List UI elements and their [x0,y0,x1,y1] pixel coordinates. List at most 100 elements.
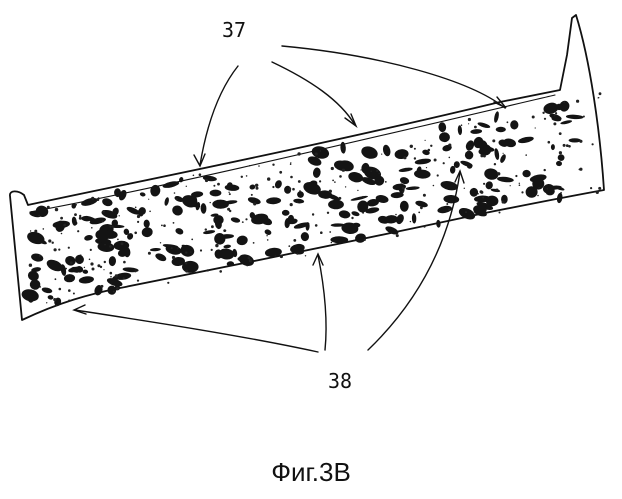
particle-blob [30,252,44,262]
particle-speck [334,181,336,183]
particle-blob [266,197,281,205]
particle-speck [470,146,471,147]
particle-speck [329,231,331,233]
particle-speck [327,212,329,214]
particle-blob [347,171,364,184]
particle-speck [134,232,137,235]
particle-speck [185,270,188,273]
particle-speck [167,282,169,284]
particle-speck [110,226,112,228]
particle-speck [315,224,318,227]
particle-speck [430,145,432,147]
particle-speck [161,225,163,227]
particle-speck [211,249,213,251]
particle-speck [402,187,405,190]
reference-label-38: 38 [328,369,352,393]
particle-speck [123,277,125,279]
particle-speck [205,228,207,230]
particle-speck [163,224,166,227]
particle-speck [480,154,483,157]
particle-speck [579,169,581,171]
particle-blob [354,232,367,243]
particle-blob [213,232,226,245]
particle-speck [480,191,483,194]
particle-speck [39,255,41,257]
particle-blob [406,186,420,191]
particle-speck [193,175,195,177]
particle-speck [256,187,259,190]
particle-blob [398,167,413,173]
particle-speck [115,274,118,277]
particle-speck [91,227,93,229]
particle-blob [41,287,53,294]
particle-speck [91,197,94,200]
particle-speck [61,233,63,235]
particle-blob [477,121,491,129]
particle-speck [77,230,79,232]
particle-blob [412,213,417,224]
particle-speck [207,269,209,271]
particle-speck [110,272,113,275]
particle-blob [351,210,360,217]
leader-37-a [200,66,238,165]
particle-speck [149,211,151,213]
particle-blob [569,138,581,142]
particle-blob [300,232,309,242]
particle-speck [351,217,353,219]
particle-speck [371,171,372,172]
particle-speck [494,163,496,165]
particle-speck [247,265,248,266]
particle-speck [378,173,379,174]
particle-blob [162,180,180,189]
particle-speck [113,291,115,293]
particle-speck [134,270,136,272]
particle-speck [90,249,92,251]
particle-blob [439,132,450,142]
particle-speck [544,118,546,120]
particle-blob [437,205,453,215]
particle-blob [469,187,479,197]
particle-blob [338,210,351,220]
particle-speck [160,242,161,243]
particle-speck [272,186,274,188]
particle-blob [29,278,42,290]
particle-speck [478,193,479,194]
particle-blob [84,234,94,241]
particle-speck [376,170,378,172]
particle-speck [68,247,70,249]
particle-speck [566,144,569,147]
particle-blob [464,150,475,161]
particle-speck [381,154,382,155]
particle-speck [90,262,93,265]
particle-blob [517,135,534,144]
particle-speck [360,169,361,170]
particle-speck [339,175,342,178]
particle-speck [457,161,459,163]
particle-speck [559,132,562,135]
particle-speck [255,184,258,187]
particle-speck [563,101,565,103]
particle-speck [267,177,270,180]
particle-speck [123,261,126,264]
particle-speck [467,151,469,153]
particle-speck [414,157,416,159]
particle-speck [272,164,274,166]
particle-speck [448,144,451,147]
particle-speck [537,195,539,197]
particle-speck [320,231,323,234]
particle-speck [414,148,416,150]
particle-speck [199,173,202,176]
particle-speck [332,180,334,182]
particle-speck [319,180,321,182]
particle-blob [490,188,500,193]
particle-speck [482,197,484,199]
particle-speck [248,257,251,260]
leader-lines-37 [194,46,506,166]
particle-speck [290,176,293,179]
particle-speck [554,115,556,117]
particle-blob [400,201,409,212]
particle-speck [423,194,426,197]
particle-speck [253,242,255,244]
particle-speck [563,144,566,147]
particle-speck [293,239,296,242]
